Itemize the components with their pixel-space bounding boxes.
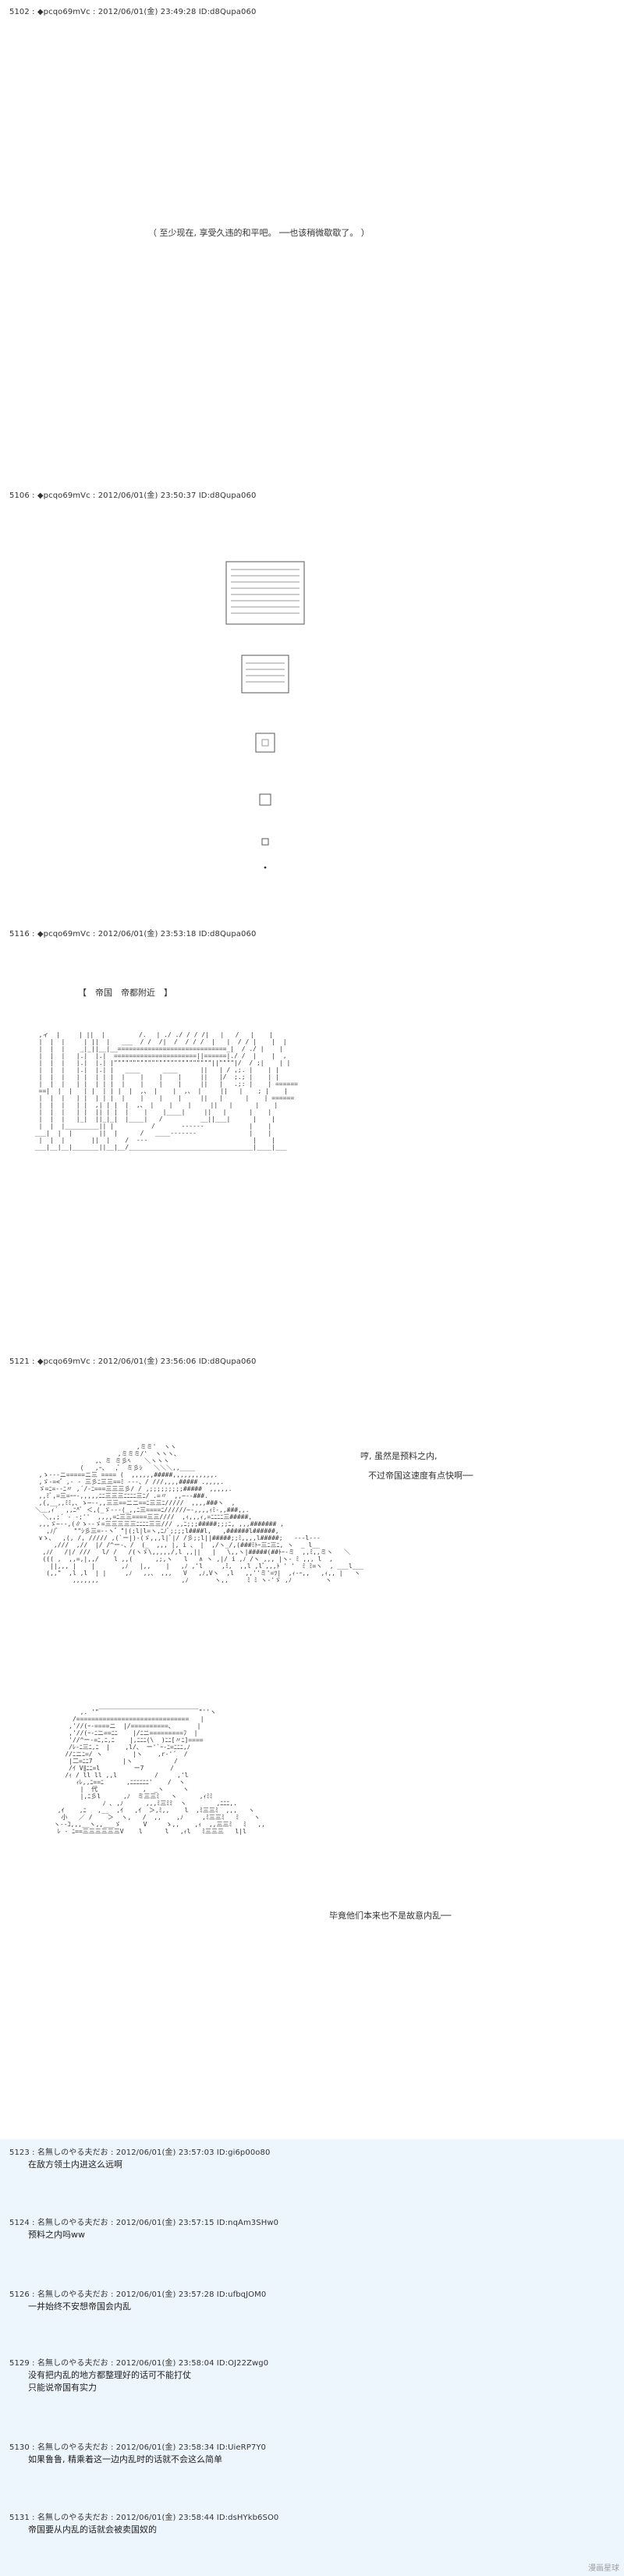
post-text: （ 至少现在, 享受久违的和平吧。 ──也该稍微歇歇了。 ）: [148, 228, 370, 238]
reply-header: 5124 : 名無しのやる夫だお : 2012/06/01(金) 23:57:1…: [9, 2219, 279, 2227]
reply-body: 如果鲁鲁, 精乘着这一边内乱时的话就不会这么简单: [28, 2454, 222, 2464]
reply-header: 5123 : 名無しのやる夫だお : 2012/06/01(金) 23:57:0…: [9, 2148, 271, 2157]
post-header: 5106 : ◆pcqo69mVc : 2012/06/01(金) 23:50:…: [9, 491, 257, 500]
watermark: 漫画星球: [588, 2564, 619, 2573]
reply-header: 5129 : 名無しのやる夫だお : 2012/06/01(金) 23:58:0…: [9, 2359, 269, 2368]
reply-body: 在敌方领土内进这么远啊: [28, 2159, 122, 2170]
zoom-out-boxes-art: [225, 561, 305, 869]
reply-body-line-2: 只能说帝国有实力: [28, 2383, 97, 2393]
reply-body: 没有把内乱的地方都整理好的话可不能打仗: [28, 2370, 191, 2380]
post-header: 5116 : ◆pcqo69mVc : 2012/06/01(金) 23:53:…: [9, 930, 257, 939]
reply-header: 5131 : 名無しのやる夫だお : 2012/06/01(金) 23:58:4…: [9, 2514, 279, 2522]
reply-header: 5130 : 名無しのやる夫だお : 2012/06/01(金) 23:58:3…: [9, 2443, 266, 2452]
army-march-ascii-art: ,ミミ' ヽヽ ,ミミミ/' ヽヽヽ、 ,、ミ ミ彡ﾍ ＼ヽヽヽ ( ,ｰ、 ,…: [34, 1443, 364, 1584]
commander-ascii-art: ,. '"￣￣￣￣￣￣￣￣￣￣￣￣￣￣￣￣"''ヽ /=============…: [53, 1708, 266, 1835]
dialogue-line-2: 不过帝国这速度有点快啊──: [368, 1471, 473, 1481]
reply-body: 预料之内吗ww: [28, 2230, 85, 2240]
dialogue-line-1: 哼, 虽然是预料之内,: [360, 1451, 438, 1461]
location-caption: 【 帝国 帝都附近 】: [78, 988, 172, 998]
reply-header: 5126 : 名無しのやる夫だお : 2012/06/01(金) 23:57:2…: [9, 2290, 267, 2299]
dialogue-line-3: 毕竟他们本来也不是故意内乱──: [329, 1911, 452, 1921]
reply-body: 帝国要从内乱的话就会被卖国奴的: [28, 2525, 157, 2535]
reply-body: 一井始终不安想帝国会内乱: [28, 2301, 131, 2312]
post-header: 5102 : ◆pcqo69mVc : 2012/06/01(金) 23:49:…: [9, 8, 257, 16]
imperial-capital-ascii-art: ,ィ | | || | /. | ./ ./ / / /| | / | | | …: [34, 1031, 298, 1151]
replies-section: [0, 2139, 624, 2576]
post-header: 5121 : ◆pcqo69mVc : 2012/06/01(金) 23:56:…: [9, 1357, 257, 1366]
